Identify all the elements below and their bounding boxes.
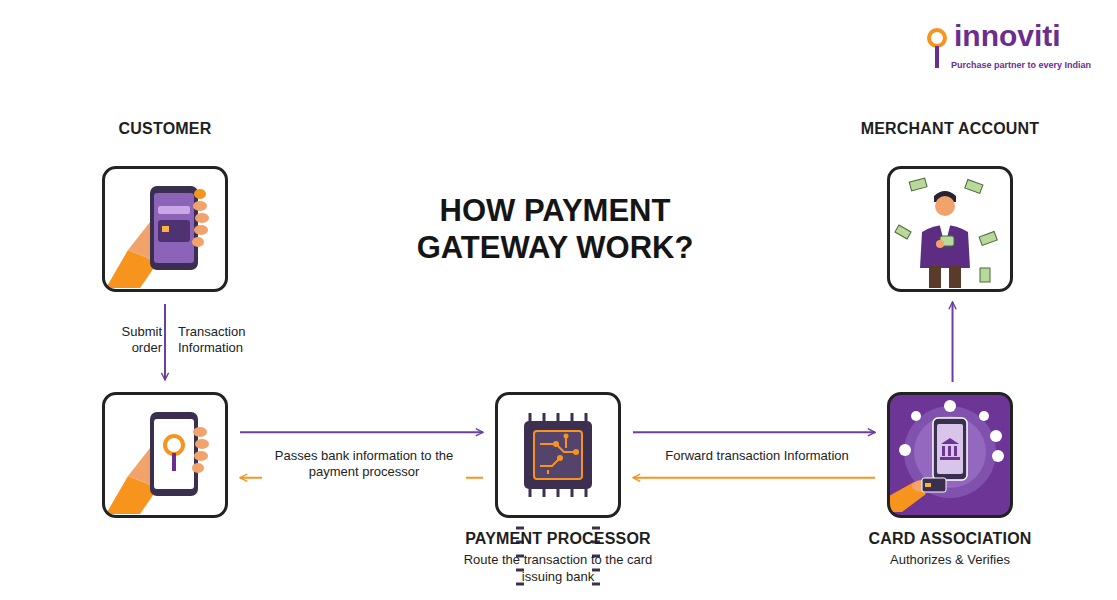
flow-arrow xyxy=(164,304,166,380)
flow-arrow xyxy=(240,431,483,433)
node-heading: MERCHANT ACCOUNT xyxy=(861,120,1040,138)
card-association-box: CARD ASSOCIATIONAuthorizes & Verifies xyxy=(887,392,1013,518)
diagram-title: HOW PAYMENT GATEWAY WORK? xyxy=(365,192,745,266)
chip-pin xyxy=(543,489,546,497)
processor-box: PAYMENT PROCESSORRoute the transaction t… xyxy=(495,392,621,518)
chip-pin xyxy=(592,527,600,530)
gateway-box xyxy=(102,392,228,518)
chip-pin xyxy=(585,413,588,421)
flow-annotation: Transaction Information xyxy=(176,324,260,356)
chip-pin xyxy=(557,489,560,497)
chip-pin xyxy=(585,489,588,497)
chip-pin xyxy=(529,413,532,421)
logo-icon xyxy=(929,30,945,68)
chip-pin xyxy=(529,489,532,497)
chip-pin xyxy=(516,527,524,530)
flow-arrow xyxy=(952,302,954,382)
chip-pin xyxy=(571,413,574,421)
flow-arrow xyxy=(633,431,875,433)
brand-logo: innoviti xyxy=(952,18,1063,54)
chip-pin xyxy=(557,413,560,421)
edge-label: Forward transaction Information xyxy=(660,448,854,464)
flow-arrow xyxy=(633,477,875,479)
merchant-box: MERCHANT ACCOUNT xyxy=(887,166,1013,292)
node-description: Authorizes & Verifies xyxy=(850,551,1050,568)
edge-label: Passes bank information to the payment p… xyxy=(262,448,466,480)
chip-pin xyxy=(543,413,546,421)
chip-pin xyxy=(571,489,574,497)
gateway-phone-illustration xyxy=(106,412,209,514)
customer-box: CUSTOMER xyxy=(102,166,228,292)
node-description: Route the transaction to the card issuin… xyxy=(458,551,658,585)
node-heading: CARD ASSOCIATION xyxy=(868,530,1031,548)
node-heading: PAYMENT PROCESSOR xyxy=(465,530,651,548)
customer-phone-illustration xyxy=(106,186,209,288)
node-heading: CUSTOMER xyxy=(119,120,212,138)
edge-label: Submit order xyxy=(100,324,164,356)
merchant-illustration xyxy=(895,178,997,288)
brand-tagline: Purchase partner to every Indian xyxy=(949,60,1093,71)
card-association-illustration xyxy=(889,394,1011,516)
